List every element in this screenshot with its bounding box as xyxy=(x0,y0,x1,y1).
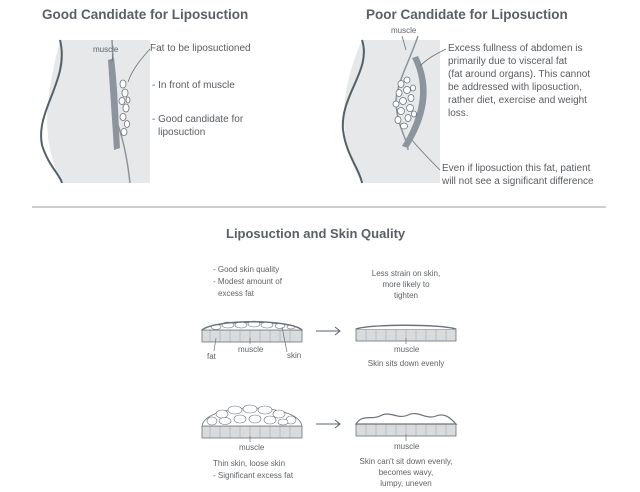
skin-quality-title: Liposuction and Skin Quality xyxy=(226,226,406,241)
poor-description: Excess fullness of abdomen is primarily … xyxy=(448,42,590,120)
label-fat: fat xyxy=(207,352,216,361)
skin-layers-poor-before xyxy=(201,404,303,439)
good-result-line: tighten xyxy=(393,291,419,300)
good-muscle-band xyxy=(108,58,120,150)
poor-muscle-pointer xyxy=(401,35,407,51)
skin-layers-good-after xyxy=(355,324,457,342)
good-point-line1: - Good candidate for xyxy=(152,114,244,125)
poor-skin-note: - Significant excess fat xyxy=(213,471,294,480)
poor-desc-pointer xyxy=(419,48,447,67)
good-fat-cluster xyxy=(118,79,131,136)
good-skin-note: excess fat xyxy=(218,289,255,298)
after-muscle-label: muscle xyxy=(394,345,420,354)
skin-layers-poor-after xyxy=(354,413,458,437)
good-skin-note: - Good skin quality xyxy=(213,265,280,274)
bottom-after-muscle-label: muscle xyxy=(394,442,420,451)
poor-muscle-label: muscle xyxy=(391,26,417,35)
poor-note-line: will not see a significant difference xyxy=(442,176,594,187)
poor-muscle-band xyxy=(402,56,427,148)
poor-candidate-body xyxy=(341,35,440,184)
row1-label-pointers xyxy=(213,326,407,442)
poor-result-line: Skin can't sit down evenly, xyxy=(359,457,453,466)
good-skin-result: Less strain on skin, more likely to tigh… xyxy=(356,268,456,301)
poor-desc-line: loss. xyxy=(448,108,469,119)
arrow-poor xyxy=(316,419,341,429)
label-skin: skin xyxy=(287,351,302,360)
poor-candidate-title: Poor Candidate for Liposuction xyxy=(366,7,568,22)
good-skin-notes: - Good skin quality - Modest amount of e… xyxy=(213,264,282,300)
poor-note-line: Even if liposuction this fat, patient xyxy=(442,163,591,174)
poor-skin-notes: Thin skin, loose skin - Significant exce… xyxy=(213,458,293,482)
poor-desc-line: (fat around organs). This cannot xyxy=(448,69,591,80)
poor-desc-line: Excess fullness of abdomen is xyxy=(448,43,583,54)
good-fat-pointer xyxy=(127,48,151,83)
label-muscle: muscle xyxy=(238,345,264,354)
poor-visceral-fat-cluster xyxy=(392,76,417,130)
poor-result-line: becomes wavy, xyxy=(378,468,434,477)
good-candidate-title: Good Candidate for Liposuction xyxy=(42,7,249,22)
poor-skin-result: Skin can't sit down evenly, becomes wavy… xyxy=(346,456,466,489)
skin-layers-good-before xyxy=(200,320,304,343)
arrow-good xyxy=(316,326,341,336)
good-result-line: more likely to xyxy=(382,280,430,289)
poor-desc-line: be addressed with liposuction, xyxy=(448,82,582,93)
good-candidate-body xyxy=(40,39,150,184)
good-muscle-label: muscle xyxy=(93,45,119,54)
poor-desc-line: rather diet, exercise and weight xyxy=(448,95,587,106)
good-point-front-of-muscle: - In front of muscle xyxy=(152,80,235,91)
poor-note-pointer xyxy=(411,139,441,171)
poor-result-line: lumpy, uneven xyxy=(380,479,432,488)
poor-note: Even if liposuction this fat, patient wi… xyxy=(442,162,594,188)
good-skin-note: - Modest amount of xyxy=(213,277,282,286)
good-muscle-pointer xyxy=(111,53,114,63)
poor-desc-line: primarily due to visceral fat xyxy=(448,56,567,67)
poor-skin-note: Thin skin, loose skin xyxy=(213,459,286,468)
bottom-muscle-label: muscle xyxy=(239,443,265,452)
sits-evenly-label: Skin sits down evenly xyxy=(367,359,445,368)
good-point-line2: liposuction xyxy=(158,127,206,138)
good-result-line: Less strain on skin, xyxy=(371,269,441,278)
good-fat-label: Fat to be liposuctioned xyxy=(150,43,251,54)
